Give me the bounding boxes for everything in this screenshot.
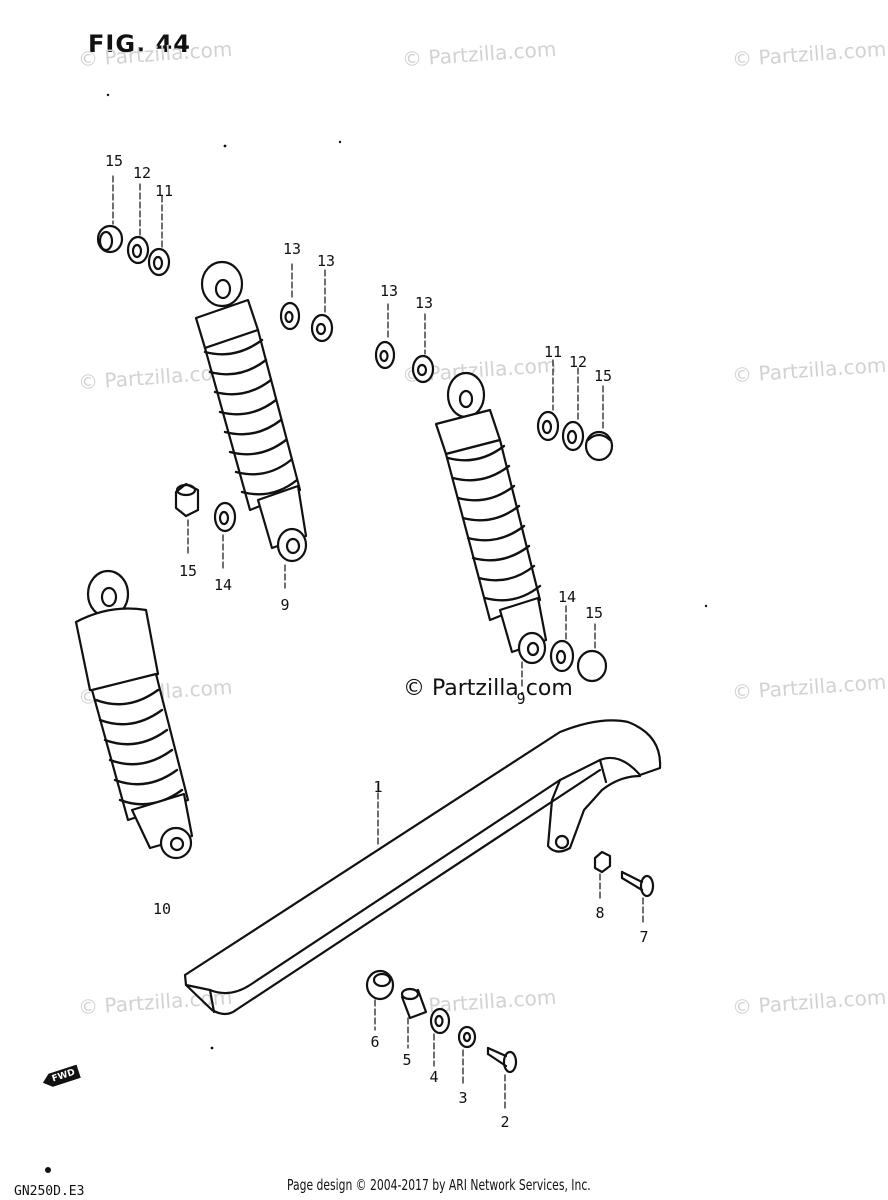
washer-4 xyxy=(429,1007,451,1035)
washer-13d xyxy=(411,354,435,384)
cap-nut-15d xyxy=(576,649,608,683)
part-label: 6 xyxy=(370,1033,380,1051)
nut-8 xyxy=(593,850,612,874)
washer-13a xyxy=(279,301,301,331)
part-label: 14 xyxy=(557,588,577,606)
cap-nut-15b xyxy=(584,430,614,462)
part-label: 3 xyxy=(458,1089,468,1107)
washer-14b xyxy=(549,639,575,673)
center-watermark: © Partzilla.com xyxy=(403,676,573,701)
washer-12a xyxy=(126,235,150,265)
part-label: 15 xyxy=(104,152,124,170)
part-label: 13 xyxy=(282,240,302,258)
washer-13c xyxy=(374,340,396,370)
part-label: 14 xyxy=(213,576,233,594)
part-label: 13 xyxy=(316,252,336,270)
part-label: 11 xyxy=(154,182,174,200)
part-label: 10 xyxy=(152,900,172,918)
part-label: 9 xyxy=(280,596,290,614)
washer-14a xyxy=(213,501,237,533)
spacer-5 xyxy=(400,987,428,1020)
washer-11b xyxy=(536,410,560,442)
grommet-6 xyxy=(365,969,395,1001)
washer-12b xyxy=(561,420,585,452)
part-label: 13 xyxy=(414,294,434,312)
part-label: 12 xyxy=(132,164,152,182)
part-label: 15 xyxy=(584,604,604,622)
part-label: 1 xyxy=(373,778,383,796)
washer-13b xyxy=(310,313,334,343)
shock-absorber-10 xyxy=(74,569,194,860)
part-label: 12 xyxy=(568,353,588,371)
bolt-2 xyxy=(486,1046,518,1074)
part-label: 15 xyxy=(593,367,613,385)
chain-case-1 xyxy=(183,719,662,1016)
lock-washer-3 xyxy=(457,1025,477,1049)
cap-nut-15c xyxy=(174,482,200,518)
shock-absorber-9-right xyxy=(434,371,548,665)
model-code: GN250D.E3 xyxy=(14,1184,85,1199)
part-label: 2 xyxy=(500,1113,510,1131)
part-label: 13 xyxy=(379,282,399,300)
screw-7 xyxy=(620,870,655,898)
washer-11a xyxy=(147,247,171,277)
part-label: 11 xyxy=(543,343,563,361)
part-label: 7 xyxy=(639,928,649,946)
cap-nut-15a xyxy=(96,224,124,254)
part-label: 4 xyxy=(429,1068,439,1086)
shock-absorber-9-left xyxy=(194,260,308,563)
part-label: 8 xyxy=(595,904,605,922)
part-label: 5 xyxy=(402,1051,412,1069)
figure-title: FIG. 44 xyxy=(88,30,191,58)
page-footer: Page design © 2004-2017 by ARI Network S… xyxy=(287,1176,591,1194)
part-label: 15 xyxy=(178,562,198,580)
part-label: 9 xyxy=(516,690,526,708)
